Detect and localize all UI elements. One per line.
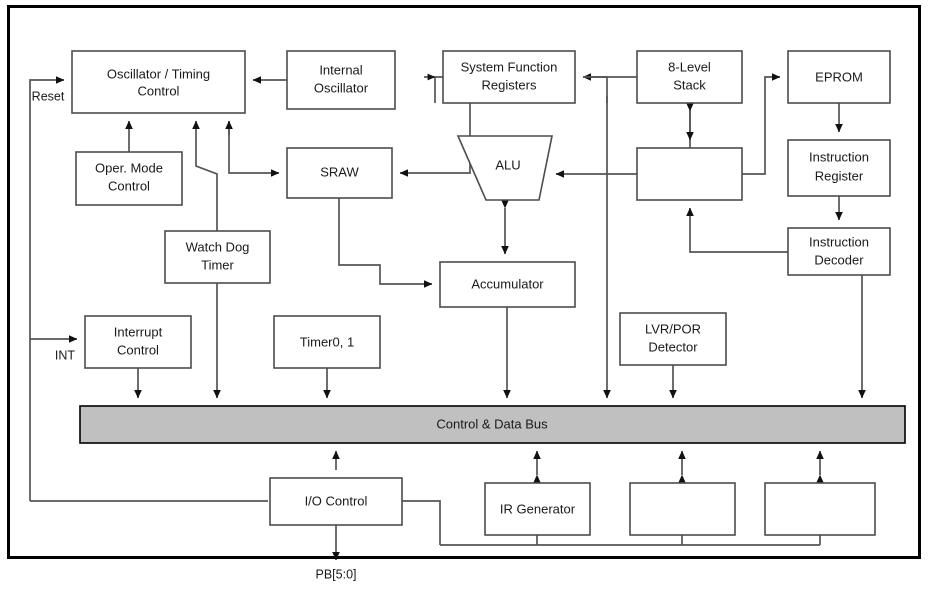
wire-watchdog-to-oscillator [192,120,218,231]
block-8-level-stack[interactable]: 8-Level Stack [636,50,743,104]
label-int: INT [55,348,76,362]
block-instruction-register[interactable]: Instruction Register [787,139,891,197]
block-label-ir-l2: Register [815,168,864,183]
block-system-function-registers[interactable]: System Function Registers [442,50,576,104]
block-label-io-control: I/O Control [305,493,368,508]
control-data-bus[interactable]: Control & Data Bus [79,405,906,444]
block-label-stack-l1: 8-Level [668,59,711,74]
label-pb: PB[5:0] [316,567,357,581]
block-buzzer-generator[interactable] [764,482,876,536]
block-label-lvrpor-l1: LVR/POR [645,321,701,336]
block-accumulator[interactable]: Accumulator [439,261,576,308]
block-ir-generator[interactable]: IR Generator [484,482,591,536]
block-label-osc-timing-l2: Control [138,83,180,98]
block-sraw[interactable]: SRAW [286,147,393,199]
block-instruction-decoder[interactable]: Instruction Decoder [787,227,891,276]
block-interrupt-control[interactable]: Interrupt Control [84,315,192,369]
block-alu[interactable]: ALU [456,135,553,201]
bus-label: Control & Data Bus [436,416,548,431]
block-program-counter[interactable] [636,147,743,201]
diagram-outer-frame [7,5,921,559]
block-label-interrupt-l2: Control [117,342,159,357]
block-label-wdt-l1: Watch Dog [186,239,250,254]
block-pwm-generator[interactable] [629,482,736,536]
wire-pc-to-eprom [742,73,781,175]
block-label-id-l2: Decoder [814,252,864,267]
block-label-sfr-l1: System Function [461,59,558,74]
block-internal-oscillator[interactable]: Internal Oscillator [286,50,396,110]
block-label-internal-osc-l1: Internal [319,62,362,77]
wire-reset-to-oscillator [29,76,65,501]
block-label-ir-l1: Instruction [809,149,869,164]
block-label-id-l1: Instruction [809,234,869,249]
block-label-accumulator: Accumulator [471,276,544,291]
block-oper-mode-control[interactable]: Oper. Mode Control [75,151,183,206]
wire-io-control-to-output-rail [402,500,441,545]
wire-sfr-right-branch [583,76,608,103]
block-label-osc-timing-l1: Oscillator / Timing [107,66,210,81]
block-label-oper-mode-l1: Oper. Mode [95,160,163,175]
block-label-wdt-l2: Timer [201,257,234,272]
label-reset: Reset [32,89,65,103]
wire-sfr-to-sraw [399,103,471,177]
wire-sraw-to-accumulator [338,198,433,288]
block-watchdog-timer[interactable]: Watch Dog Timer [164,230,271,284]
block-lvr-por-detector[interactable]: LVR/POR Detector [619,312,727,366]
block-label-lvrpor-l2: Detector [648,339,698,354]
block-label-eprom: EPROM [815,69,863,84]
block-timer01[interactable]: Timer0, 1 [273,315,381,369]
block-label-sraw: SRAW [320,164,359,179]
block-label-interrupt-l1: Interrupt [114,324,163,339]
block-label-sfr-l2: Registers [482,77,537,92]
block-label-oper-mode-l2: Control [108,178,150,193]
block-label-timer01: Timer0, 1 [300,334,354,349]
wire-decoder-to-pc [686,207,788,253]
block-label-internal-osc-l2: Oscillator [314,80,369,95]
block-io-control[interactable]: I/O Control [269,477,403,526]
wire-oscillator-to-sraw [228,121,280,177]
block-label-ir-generator: IR Generator [500,501,576,516]
block-label-stack-l2: Stack [673,77,706,92]
block-eprom[interactable]: EPROM [787,50,891,104]
block-label-alu: ALU [495,157,520,172]
block-osc-timing[interactable]: Oscillator / Timing Control [71,50,246,114]
